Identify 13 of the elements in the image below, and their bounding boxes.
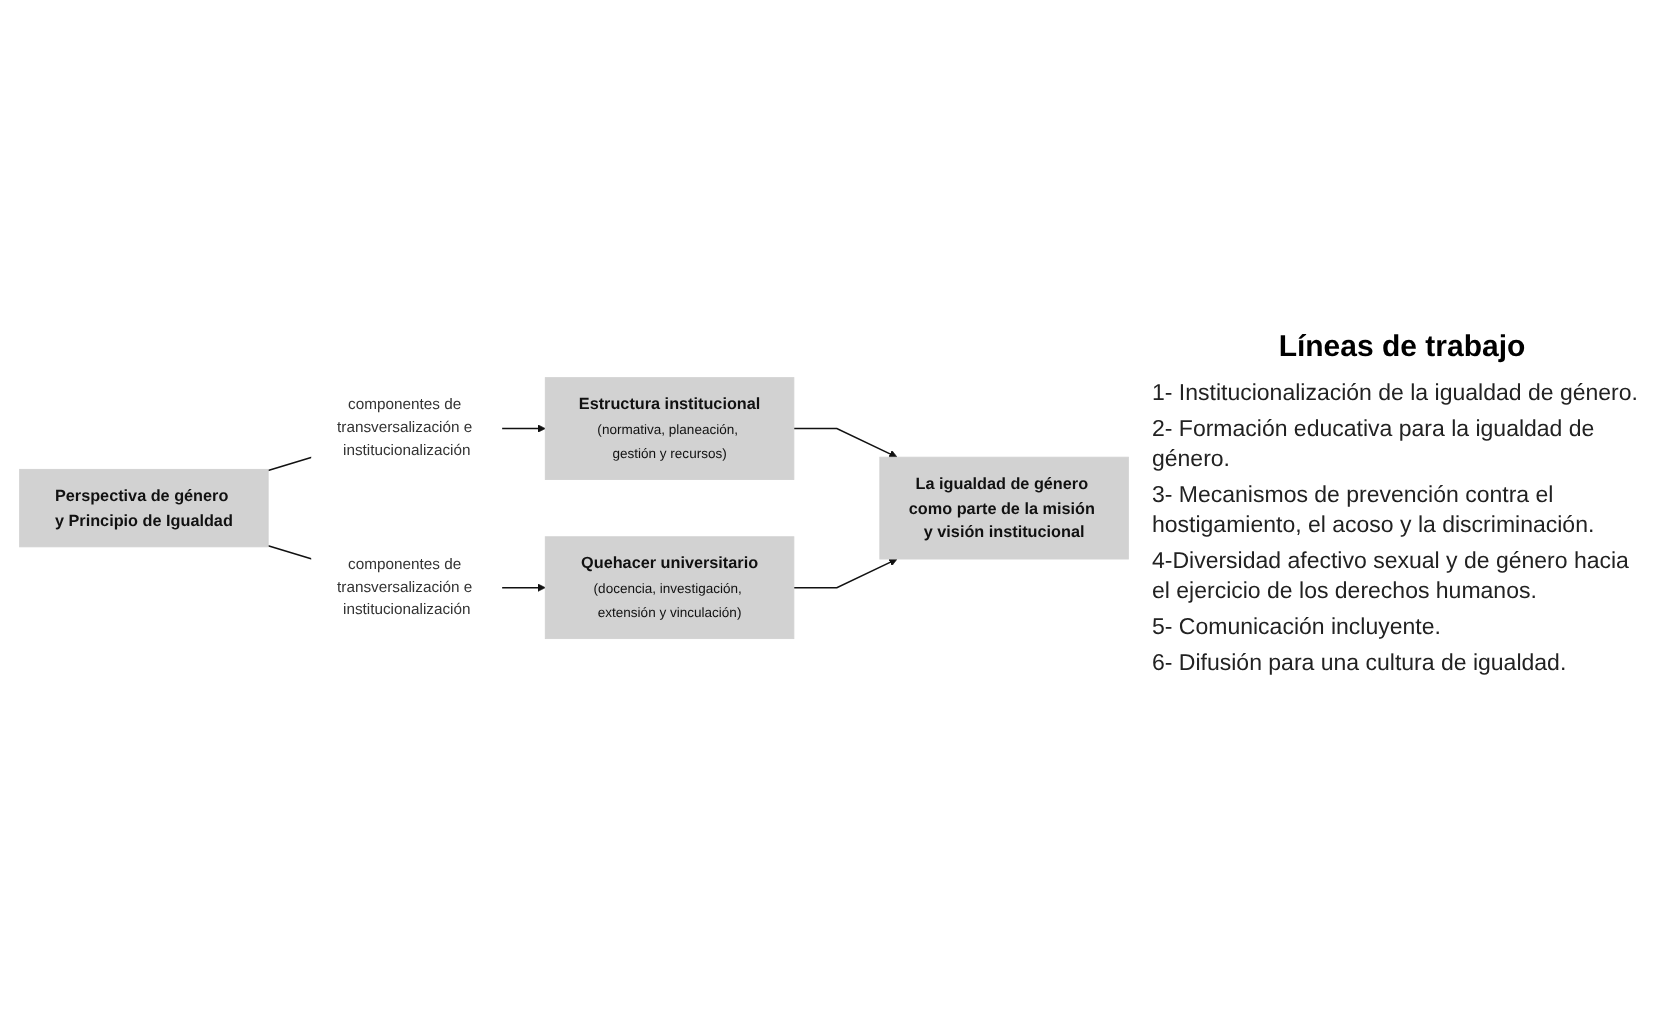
list-item: 4-Diversidad afectivo sexual y de género hacia el ejercicio de los derechos humanos.: [1152, 547, 1631, 608]
arrow: [793, 427, 898, 458]
list-item: 2- Formación educativa para la igualdad de género.: [1152, 416, 1597, 477]
node-box: [544, 377, 795, 480]
arrow: [793, 558, 898, 589]
list-heading: Líneas de trabajo: [1276, 330, 1528, 365]
node-box: [879, 456, 1129, 560]
list-item: 6- Difusión para una cultura de igualdad.: [1152, 649, 1569, 680]
list-item: 5- Comunicación incluyente.: [1152, 613, 1443, 644]
node-box: [19, 468, 269, 548]
list-item: 3- Mecanismos de prevención contra el hostigamiento, el acoso y la discriminación.: [1152, 482, 1597, 542]
list-item: 1- Institucionalización de la igualdad de género.: [1152, 380, 1640, 411]
node-box: [544, 536, 795, 639]
